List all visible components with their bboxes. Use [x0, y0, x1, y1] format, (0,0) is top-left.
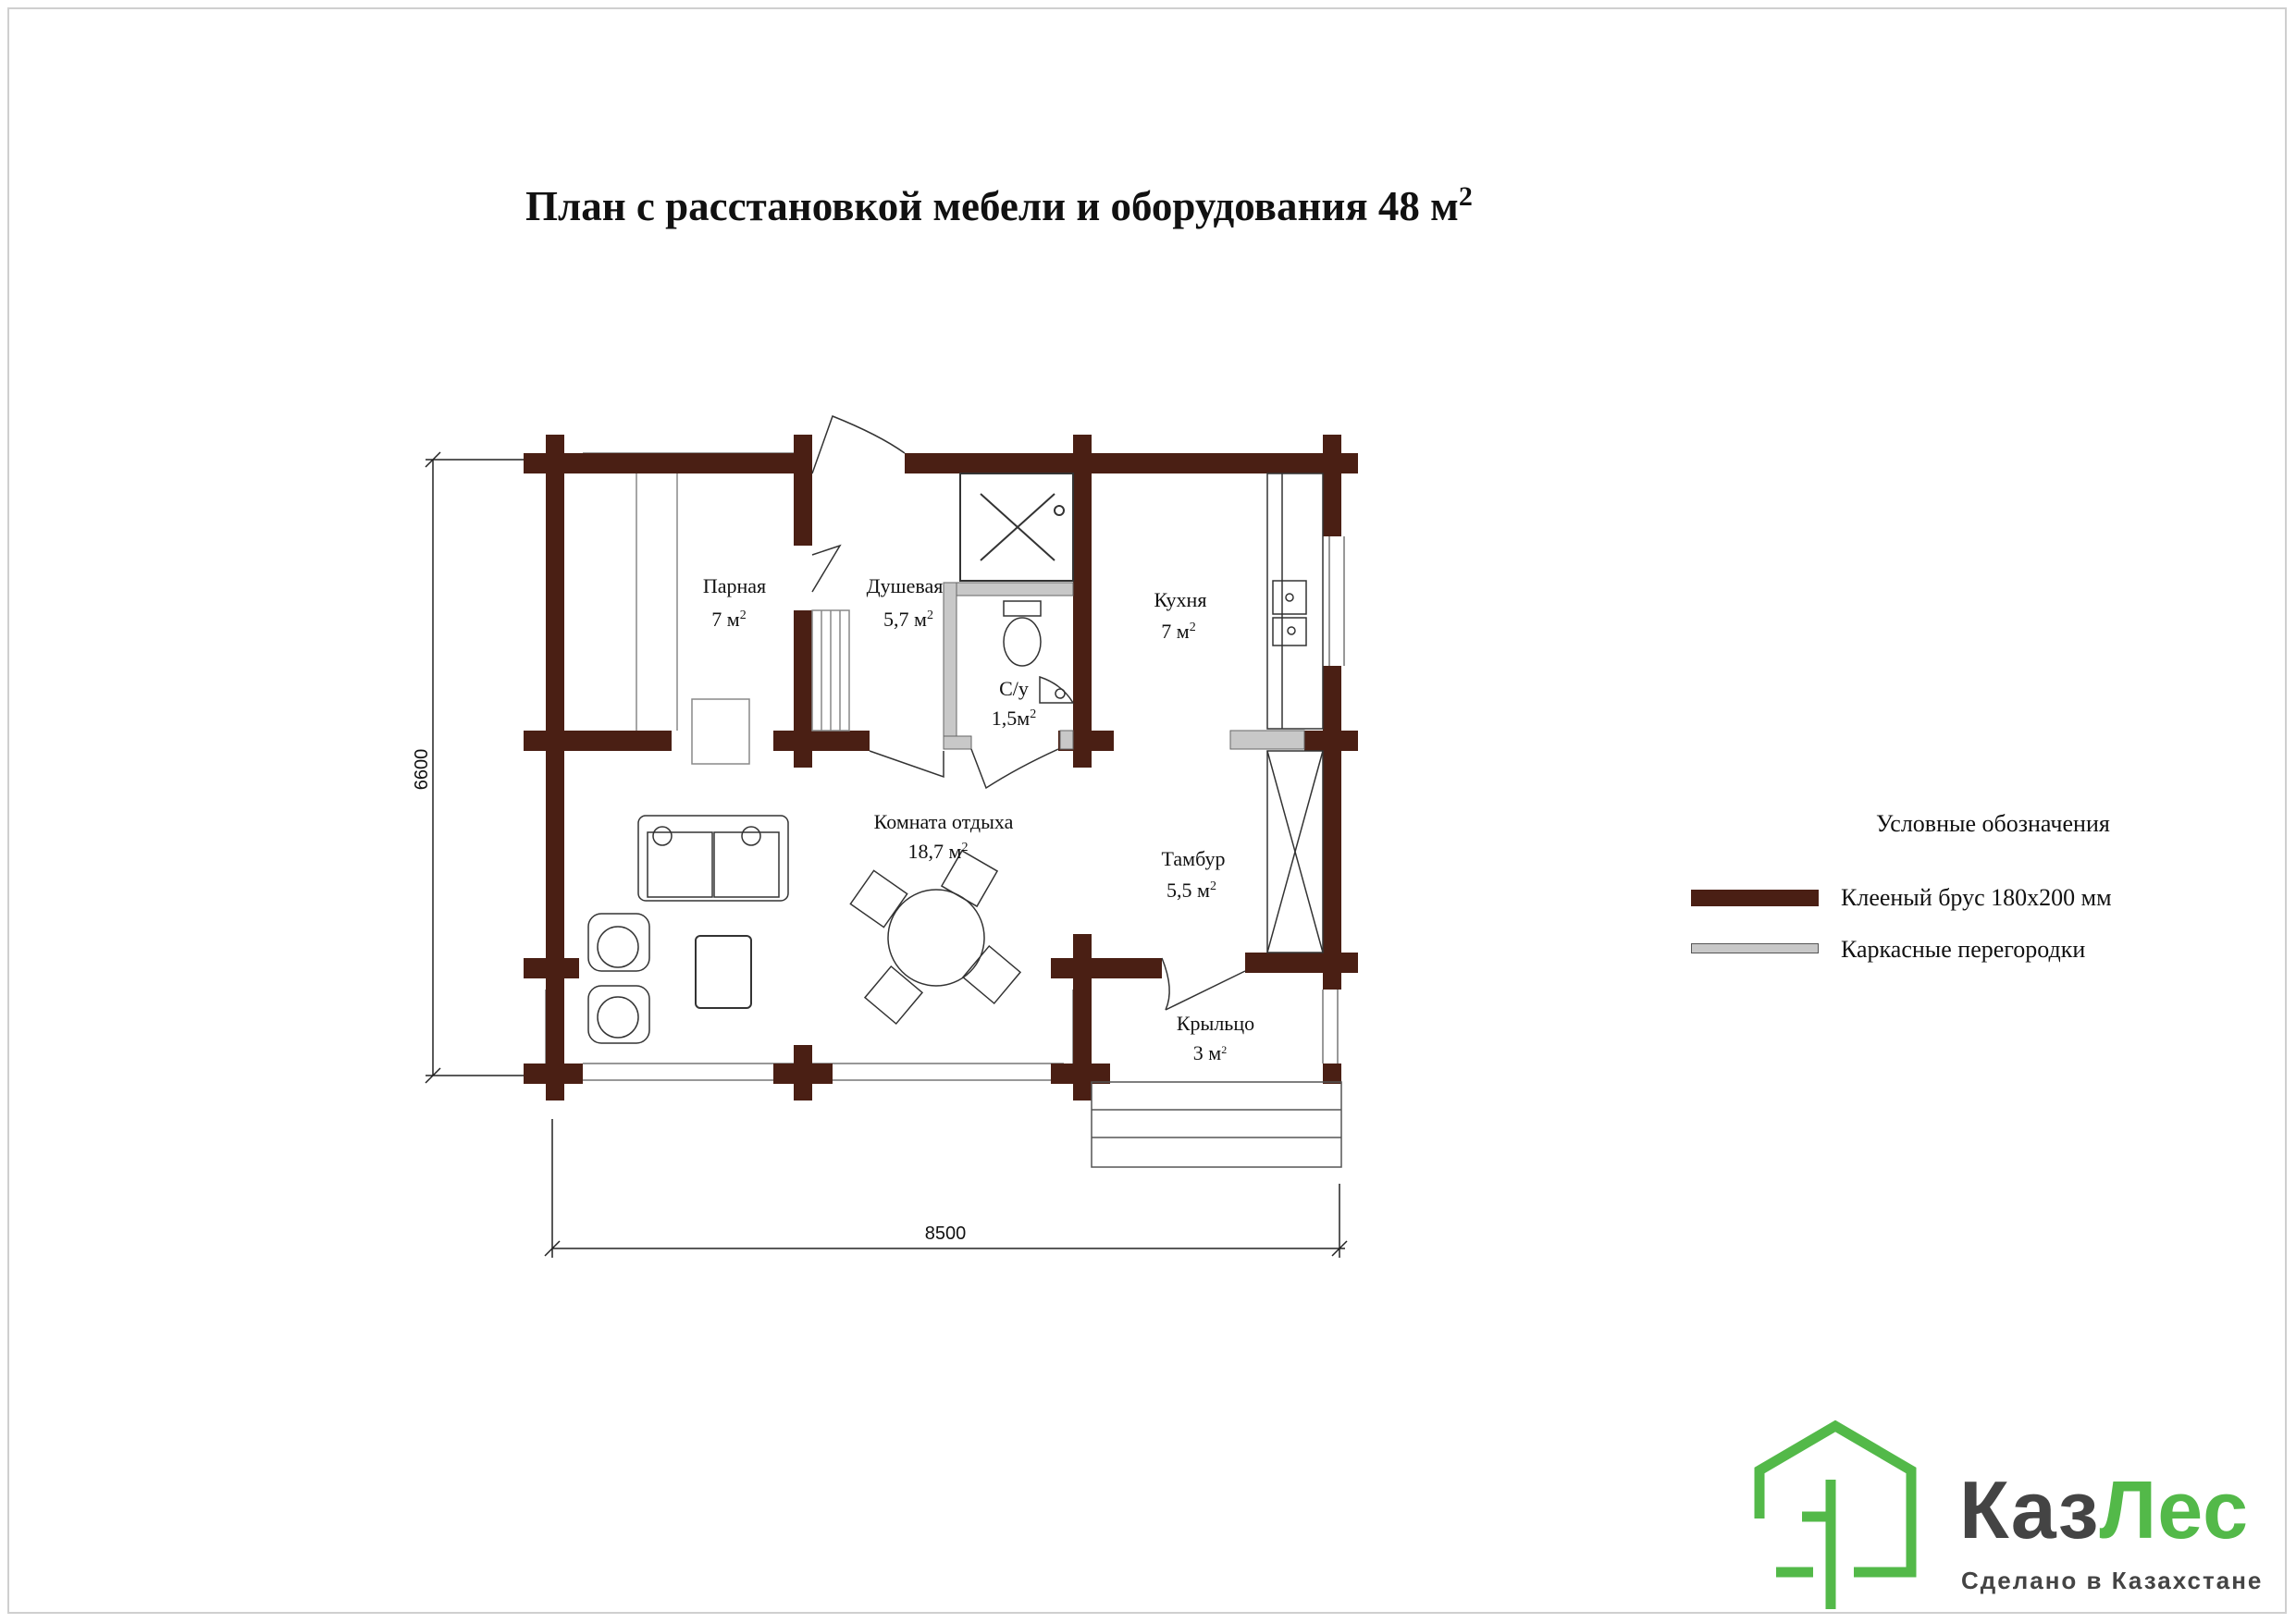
logo-tagline: Сделано в Казахстане [1961, 1567, 2264, 1594]
shower-cabin [959, 473, 1074, 582]
room-area-kryltso: 3 м2 [1193, 1041, 1227, 1064]
dimension-width: 8500 [925, 1223, 967, 1244]
dimension-height: 6600 [412, 749, 432, 791]
page-border [7, 7, 2287, 1614]
armchairs [587, 913, 650, 1044]
dimension-lines [425, 451, 1348, 1258]
room-area-su: 1,5м2 [992, 707, 1036, 730]
page-title: План с расстановкой мебели и оборудовани… [525, 181, 1473, 229]
shower-steps [811, 609, 850, 732]
legend-label-frame: Каркасные перегородки [1841, 936, 2086, 963]
house-logo-icon [1754, 1420, 1917, 1609]
kitchen-counter [1266, 473, 1324, 730]
logo-wordmark: КазЛес [1959, 1464, 2250, 1555]
room-name-tambur: Тамбур [1162, 847, 1226, 870]
legend-label-log: Клееный брус 180х200 мм [1841, 884, 2112, 911]
sofa [637, 815, 789, 902]
window-lines [545, 452, 1345, 1081]
vestibule-wardrobe [1266, 750, 1324, 953]
room-area-kukhnya: 7 м2 [1161, 620, 1195, 643]
frame-partitions [943, 582, 1305, 750]
room-name-kukhnya: Кухня [1154, 588, 1207, 611]
room-area-tambur: 5,5 м2 [1167, 879, 1216, 902]
porch-steps [1091, 1081, 1342, 1168]
room-name-parnaya: Парная [703, 574, 766, 597]
room-area-dushevaya: 5,7 м2 [883, 608, 933, 631]
legend-title: Условные обозначения [1876, 810, 2110, 837]
legend-swatch-frame [1691, 943, 1819, 953]
coffee-table [695, 935, 752, 1009]
log-walls [524, 435, 1358, 1100]
room-name-kryltso: Крыльцо [1177, 1012, 1254, 1035]
sauna-benches [636, 473, 750, 765]
room-area-parnaya: 7 м2 [711, 608, 746, 631]
room-name-komnata-otdykha: Комната отдыха [874, 810, 1014, 833]
doors [811, 415, 1246, 1011]
legend-swatch-log [1691, 890, 1819, 906]
room-name-dushevaya: Душевая [867, 574, 944, 597]
room-name-su: С/у [999, 677, 1029, 700]
room-labels: Парная 7 м2 Душевая 5,7 м2 Кухня 7 м2 С/… [703, 574, 1254, 1064]
room-area-komnata-otdykha: 18,7 м2 [908, 840, 969, 863]
toilet [1003, 600, 1075, 704]
dining-set [849, 849, 1022, 1026]
